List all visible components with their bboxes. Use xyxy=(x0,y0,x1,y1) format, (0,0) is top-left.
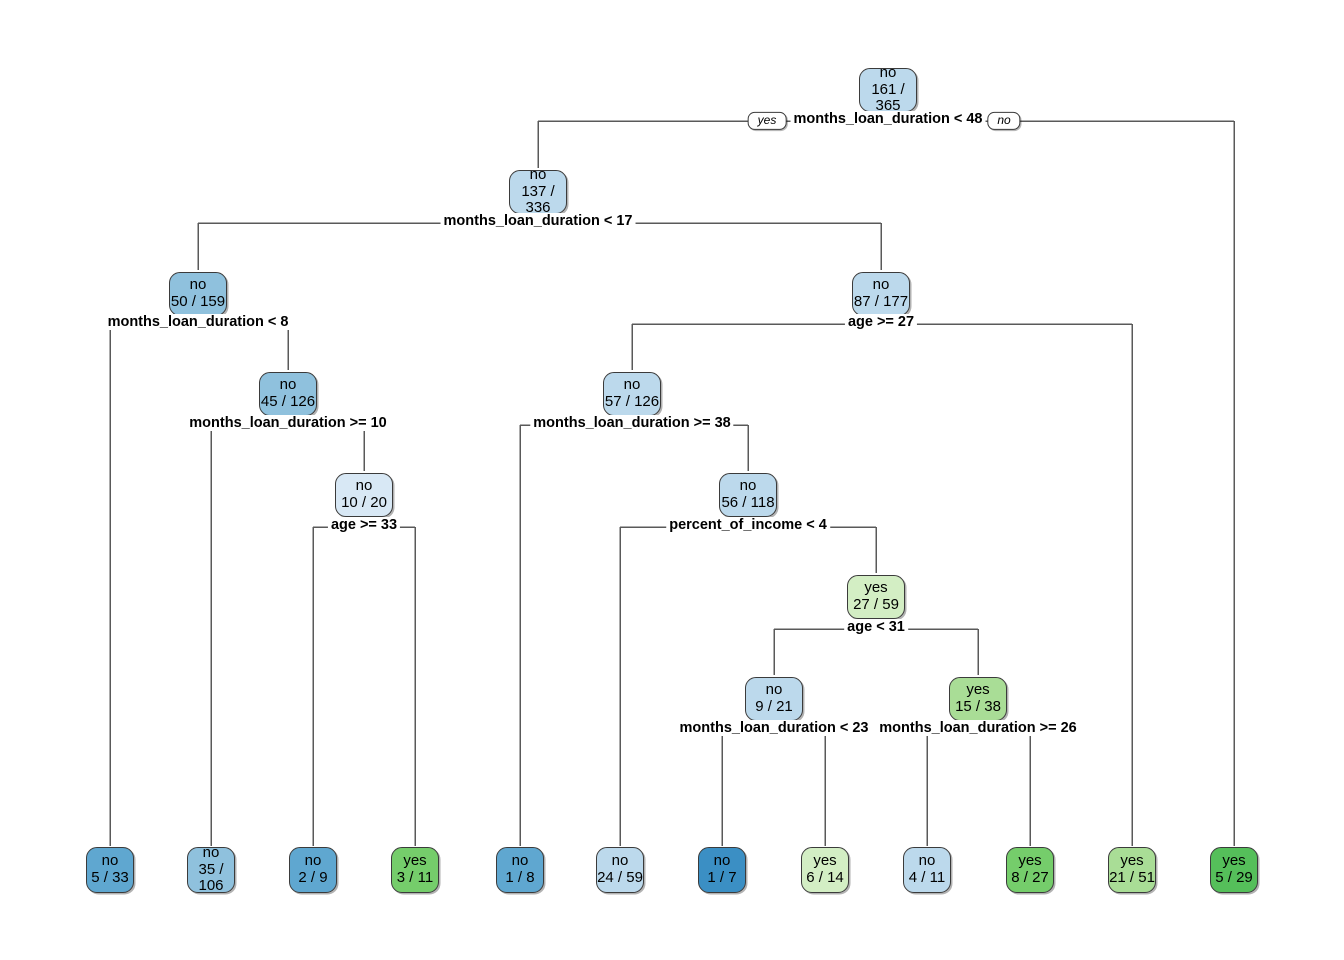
branch-label-no: no xyxy=(987,111,1021,131)
node-class-label: yes xyxy=(864,579,888,597)
node-class-label: no xyxy=(511,852,529,870)
node-fraction-label: 15 / 38 xyxy=(955,698,1001,715)
node-class-label: no xyxy=(918,852,936,870)
node-fraction-label: 137 / 336 xyxy=(521,182,555,217)
branch-label-yes: yes xyxy=(747,111,787,131)
split-label-s6: age >= 27 xyxy=(844,314,918,330)
split-label-s9: age < 31 xyxy=(844,619,908,635)
node-class-label: yes xyxy=(813,852,837,870)
node-fraction-label: 45 / 126 xyxy=(260,393,316,410)
split-label-s8: percent_of_income < 4 xyxy=(666,517,830,533)
node-class-label: no xyxy=(713,852,731,870)
node-class-label: no xyxy=(529,165,547,183)
split-label-s7: months_loan_duration >= 38 xyxy=(530,415,734,431)
node-fraction-label: 8 / 27 xyxy=(1011,869,1049,886)
node-fraction-label: 5 / 33 xyxy=(91,869,129,886)
node-class-label: no xyxy=(879,63,897,81)
node-fraction-label: 35 / 106 xyxy=(198,860,224,895)
node-class-label: no xyxy=(101,852,119,870)
node-fraction-label: 87 / 177 xyxy=(853,293,909,310)
node-fraction-label: 9 / 21 xyxy=(755,698,793,715)
split-label-s5: age >= 33 xyxy=(327,517,401,533)
node-class-label: no xyxy=(202,843,220,861)
node-fraction-label: 56 / 118 xyxy=(721,494,775,511)
split-label-s2: months_loan_duration < 17 xyxy=(440,213,636,229)
node-fraction-label: 21 / 51 xyxy=(1109,869,1155,886)
node-fraction-label: 27 / 59 xyxy=(853,596,899,613)
node-fraction-label: 161 / 365 xyxy=(871,80,905,115)
node-fraction-label: 6 / 14 xyxy=(806,869,844,886)
node-fraction-label: 1 / 7 xyxy=(707,869,737,886)
node-fraction-label: 50 / 159 xyxy=(170,293,226,310)
node-fraction-label: 3 / 11 xyxy=(396,869,434,886)
split-label-s1: months_loan_duration < 48 xyxy=(790,111,986,127)
node-fraction-label: 57 / 126 xyxy=(604,393,660,410)
node-class-label: no xyxy=(279,376,297,394)
split-label-s3: months_loan_duration < 8 xyxy=(104,314,292,330)
split-label-s11: months_loan_duration >= 26 xyxy=(876,720,1080,736)
node-fraction-label: 10 / 20 xyxy=(341,494,387,511)
node-class-label: no xyxy=(304,852,322,870)
node-fraction-label: 24 / 59 xyxy=(597,869,643,886)
split-label-s4: months_loan_duration >= 10 xyxy=(186,415,390,431)
node-class-label: yes xyxy=(1120,852,1144,870)
node-class-label: no xyxy=(872,276,890,294)
node-class-label: no xyxy=(611,852,629,870)
node-fraction-label: 1 / 8 xyxy=(505,869,535,886)
node-fraction-label: 5 / 29 xyxy=(1215,869,1253,886)
node-class-label: no xyxy=(623,376,641,394)
node-class-label: no xyxy=(739,477,757,495)
node-class-label: no xyxy=(189,276,207,294)
node-fraction-label: 4 / 11 xyxy=(908,869,946,886)
node-fraction-label: 2 / 9 xyxy=(298,869,328,886)
node-class-label: yes xyxy=(403,852,427,870)
node-class-label: no xyxy=(765,681,783,699)
node-class-label: yes xyxy=(1222,852,1246,870)
split-label-s10: months_loan_duration < 23 xyxy=(676,720,872,736)
node-class-label: yes xyxy=(966,681,990,699)
node-class-label: yes xyxy=(1018,852,1042,870)
node-class-label: no xyxy=(355,477,373,495)
